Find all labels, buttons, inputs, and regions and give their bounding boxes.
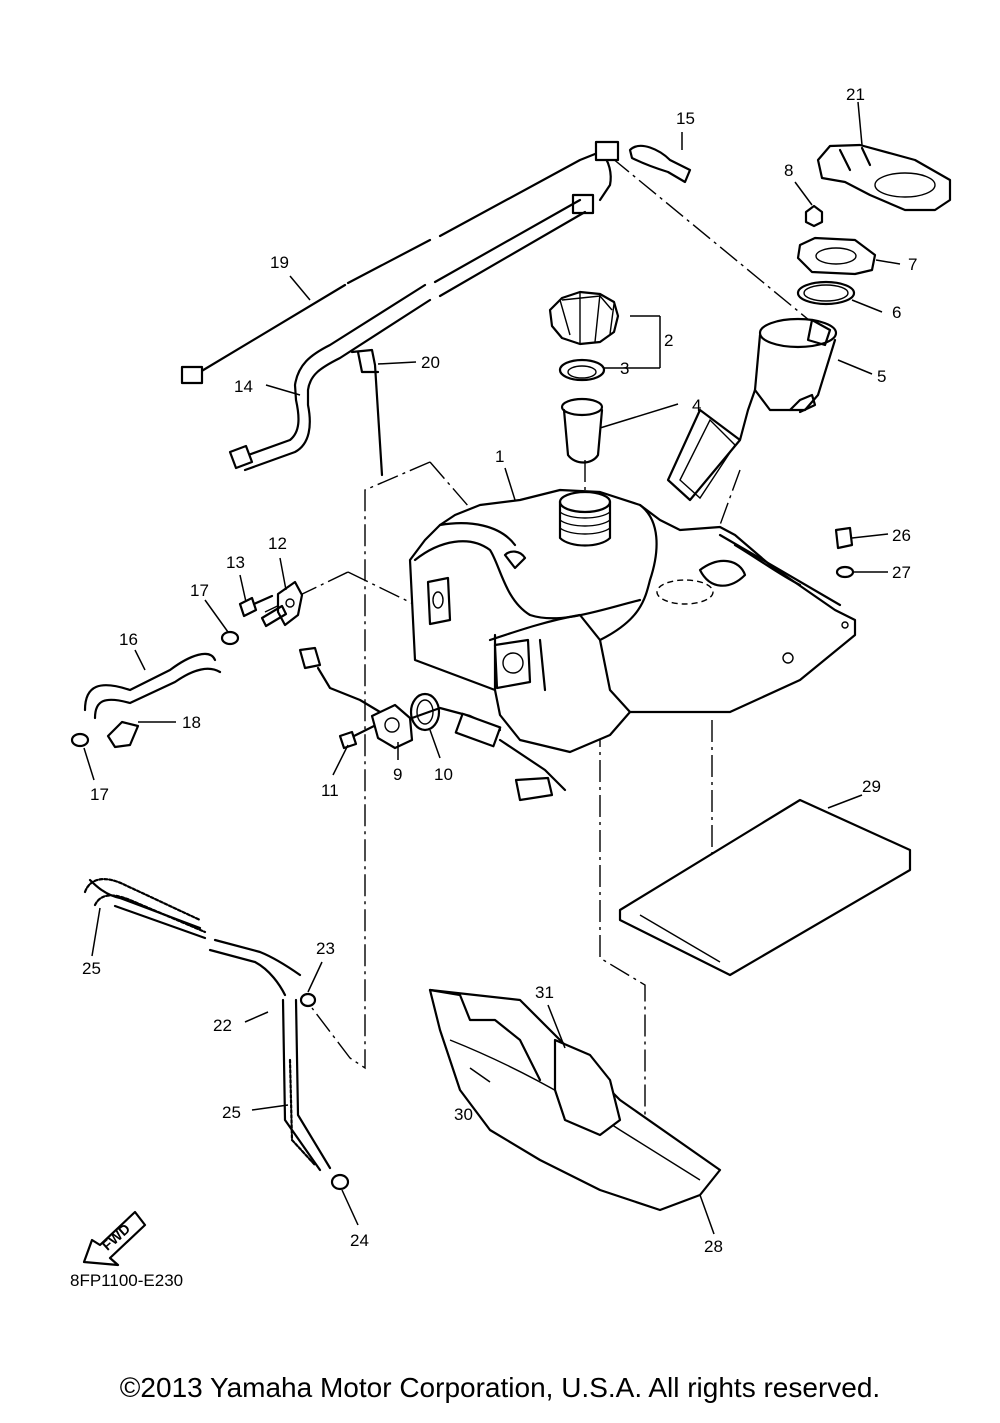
callout-29: 29 xyxy=(862,777,881,796)
callout-2: 2 xyxy=(664,331,673,350)
callout-1: 1 xyxy=(495,447,504,466)
leader-lines xyxy=(83,101,901,1235)
callout-20: 20 xyxy=(421,353,440,372)
washer-27 xyxy=(835,565,855,579)
screw-13 xyxy=(238,594,274,618)
fuel-pump-assembly xyxy=(666,317,838,502)
clamp-23 xyxy=(299,992,317,1008)
callout-24: 24 xyxy=(350,1231,369,1250)
protector-25-upper xyxy=(83,878,207,934)
callout-4: 4 xyxy=(692,396,701,415)
sender-gasket xyxy=(409,692,441,732)
copyright-notice: ©2013 Yamaha Motor Corporation, U.S.A. A… xyxy=(119,1372,881,1403)
nut xyxy=(804,204,824,228)
pump-gasket xyxy=(796,280,856,306)
screw-11 xyxy=(338,724,376,750)
callout-31: 31 xyxy=(535,983,554,1002)
callout-8: 8 xyxy=(784,161,793,180)
clamp-15 xyxy=(628,144,692,184)
insulator-30 xyxy=(428,988,542,1082)
fuel-hose xyxy=(228,198,587,472)
retaining-ring xyxy=(816,143,952,212)
clip-18 xyxy=(106,720,140,749)
callout-7: 7 xyxy=(908,255,917,274)
hose-16 xyxy=(83,630,240,720)
retainer-plate xyxy=(796,236,877,276)
fwd-arrow: FWD xyxy=(82,1210,147,1267)
callout-30: 30 xyxy=(454,1105,473,1124)
callout-17-upper: 17 xyxy=(190,581,209,600)
callout-23: 23 xyxy=(316,939,335,958)
callout-11: 11 xyxy=(321,781,339,800)
callout-19: 19 xyxy=(270,253,289,272)
protector-25-lower xyxy=(288,1058,317,1167)
callout-10: 10 xyxy=(434,765,453,784)
callout-3: 3 xyxy=(620,359,629,378)
heat-shield-29 xyxy=(618,798,912,977)
callout-5: 5 xyxy=(877,367,886,386)
callout-25-lower: 25 xyxy=(222,1103,241,1122)
clamp-24 xyxy=(330,1173,350,1191)
insulator-31 xyxy=(553,1038,622,1137)
callout-18: 18 xyxy=(182,713,201,732)
callout-21: 21 xyxy=(846,85,865,104)
callout-15: 15 xyxy=(676,109,695,128)
vent-hose xyxy=(88,878,332,1172)
callout-14: 14 xyxy=(234,377,253,396)
callout-6: 6 xyxy=(892,303,901,322)
cap-gasket xyxy=(558,358,606,382)
callout-12: 12 xyxy=(268,534,287,553)
callout-labels: 1 2 3 4 5 6 7 8 9 10 11 12 13 14 15 16 1… xyxy=(82,85,917,1256)
callout-17-lower: 17 xyxy=(90,785,109,804)
callout-13: 13 xyxy=(226,553,245,572)
callout-22: 22 xyxy=(213,1016,232,1035)
fuel-tank xyxy=(408,488,857,754)
callout-16: 16 xyxy=(119,630,138,649)
callout-9: 9 xyxy=(393,765,402,784)
fuel-cap xyxy=(548,290,620,346)
wire-harness xyxy=(180,140,620,385)
callout-25-upper: 25 xyxy=(82,959,101,978)
fuel-sender xyxy=(298,646,567,802)
callout-28: 28 xyxy=(704,1237,723,1256)
fuel-strainer xyxy=(560,397,604,464)
callout-26: 26 xyxy=(892,526,911,545)
callout-27: 27 xyxy=(892,563,911,582)
clamp-17-lower xyxy=(70,732,90,748)
fuel-cock xyxy=(260,580,304,628)
cable-tie xyxy=(350,348,384,477)
bolt-26 xyxy=(834,526,854,550)
diagram-code: 8FP1100-E230 xyxy=(70,1271,183,1290)
